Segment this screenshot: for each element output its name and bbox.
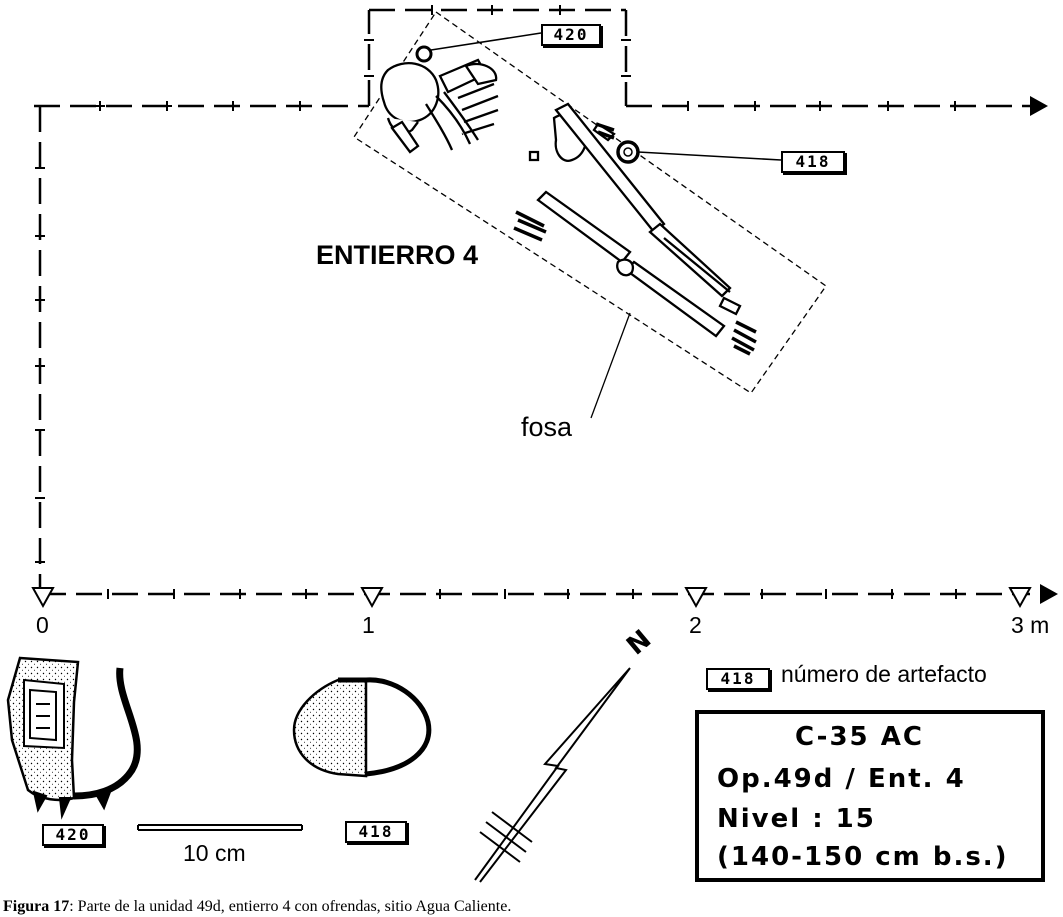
shoulder	[464, 62, 498, 86]
scale-bar	[137, 824, 303, 831]
north-arrow	[474, 667, 631, 883]
legend-text: número de artefacto	[781, 661, 987, 687]
axis-arrow-bottom	[1040, 584, 1058, 604]
fibula-right	[663, 237, 731, 293]
provenience-box: C-35 AC Op.49d / Ent. 4 Nivel : 15 (140-…	[695, 710, 1045, 882]
axis-tick-0: 0	[36, 612, 49, 638]
vessel-420-profile	[73, 667, 141, 800]
axis-tick-3: 3 m	[1011, 612, 1050, 638]
femur-right	[554, 102, 666, 234]
artifact-420-leader	[430, 32, 542, 51]
north-label: N	[621, 624, 657, 661]
provenience-level: Nivel : 15	[717, 804, 876, 834]
boundary-crosses	[35, 5, 957, 599]
artifact-418-leader	[637, 151, 782, 161]
provenience-site: C-35 AC	[795, 722, 924, 752]
axis-tick-1: 1	[362, 612, 375, 638]
scale-bar-label: 10 cm	[183, 840, 246, 866]
unit-boundary	[34, 8, 1030, 596]
artifact-420-ring	[415, 45, 433, 63]
vessel-number-418: 418	[345, 821, 407, 843]
vessel-number-420: 420	[42, 824, 104, 846]
skull	[380, 62, 440, 124]
pit-label: fosa	[521, 412, 573, 442]
artifact-tag-418: 418	[781, 151, 845, 173]
datum-marker-2	[684, 587, 708, 609]
figure-caption: Figura 17: Parte de la unidad 49d, entie…	[3, 898, 511, 916]
knee-cap	[616, 258, 635, 277]
vessel-418-profile	[365, 677, 432, 777]
artifact-418-ring-inner	[623, 147, 633, 157]
small-bone	[528, 150, 540, 162]
north-arrow-shaft	[474, 667, 631, 883]
axis-arrow-top	[1030, 96, 1048, 116]
artifact-tag-420: 420	[541, 24, 601, 46]
ribs	[425, 91, 479, 151]
hand-foot-bones	[513, 122, 757, 356]
caption-label: Figura 17	[3, 898, 70, 915]
burial-label: ENTIERRO 4	[316, 240, 479, 270]
skeleton-drawing	[380, 58, 742, 338]
vessel-418-drawing	[292, 677, 432, 778]
vessel-420-decoration	[23, 678, 65, 750]
legend-sample-tag: 418	[706, 668, 770, 690]
datum-marker-0	[31, 587, 55, 609]
provenience-operation: Op.49d / Ent. 4	[717, 764, 966, 794]
ankle	[718, 296, 742, 316]
datum-markers	[31, 587, 1032, 609]
vessel-418-exterior	[292, 678, 368, 778]
datum-marker-1	[360, 587, 384, 609]
north-arrow-fletching	[479, 811, 533, 863]
datum-marker-3	[1008, 587, 1032, 609]
vessel-420-drawing	[6, 656, 141, 820]
axis-tick-2: 2	[689, 612, 702, 638]
provenience-depth: (140-150 cm b.s.)	[717, 842, 1009, 872]
caption-text: : Parte de la unidad 49d, entierro 4 con…	[69, 898, 512, 915]
pit-leader-line	[590, 312, 631, 419]
arm-bone-upper	[390, 120, 420, 154]
vessel-420-feet	[32, 790, 112, 820]
femur-left	[536, 190, 632, 264]
